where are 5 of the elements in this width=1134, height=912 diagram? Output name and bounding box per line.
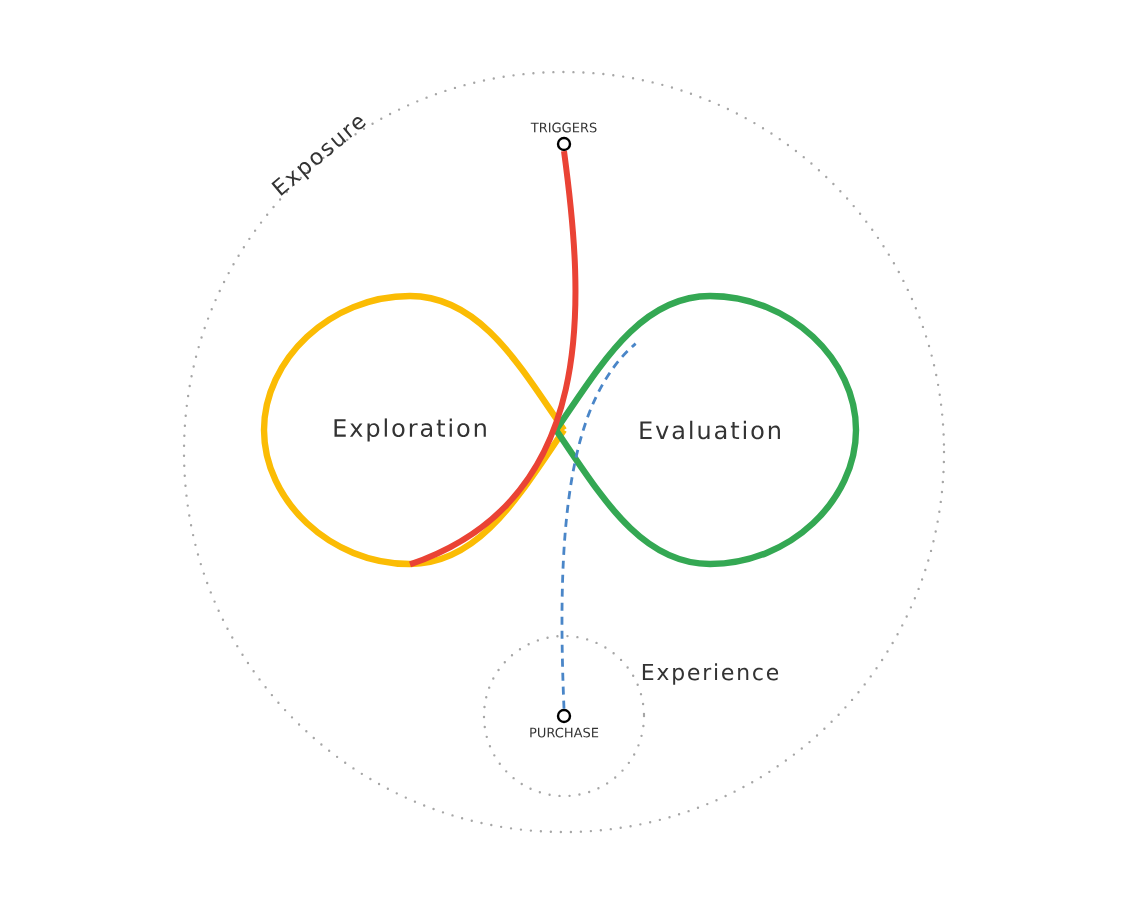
connector-line [408,150,579,568]
loop-shape: Evaluation [552,292,860,568]
connector-line [560,342,637,709]
loop-shape: Exploration [260,292,568,568]
node-label: Experience [642,663,779,685]
